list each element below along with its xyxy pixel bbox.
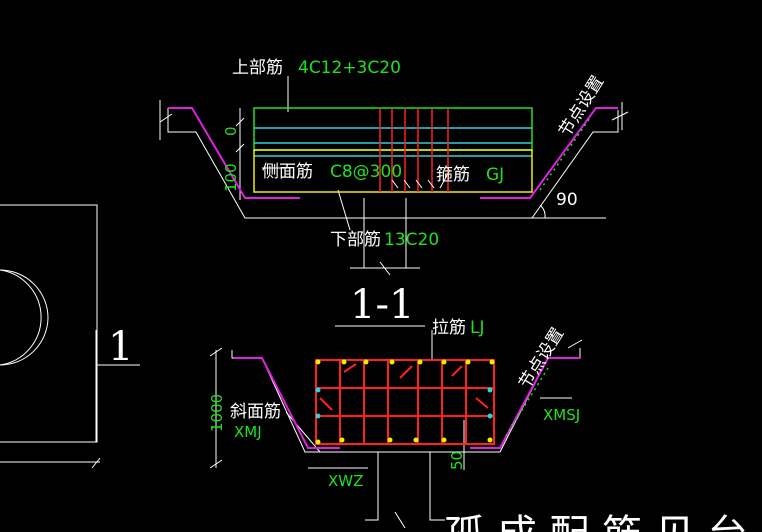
- dot-13: [441, 437, 447, 443]
- dot-5: [417, 359, 423, 365]
- top-break-right: [611, 111, 629, 121]
- tie-label: 拉筋: [432, 318, 466, 338]
- top-dim-side: 100: [222, 163, 240, 192]
- side-bar-value: C8@300: [330, 162, 402, 182]
- dot-1: [315, 359, 321, 365]
- dot-10: [339, 437, 345, 443]
- bottom-break-right: [567, 339, 583, 349]
- dot-8: [489, 359, 495, 365]
- hook-3: [451, 365, 463, 377]
- dot-2: [341, 359, 347, 365]
- plan-dim-tick: [91, 457, 101, 469]
- dot-17: [315, 413, 321, 419]
- leader-slope: [285, 411, 321, 453]
- section-title: 1-1: [350, 282, 414, 328]
- dot-11: [387, 437, 393, 443]
- bottom-haunch-right: [470, 357, 580, 449]
- dot-4: [389, 359, 395, 365]
- plan-circle: [0, 269, 49, 366]
- section-marker-number: 1: [108, 324, 133, 370]
- node-dotted-line: [539, 117, 591, 191]
- haunch-rebar-left: [168, 107, 300, 199]
- top-section: [159, 76, 629, 276]
- dot-9: [315, 439, 321, 445]
- bottom-height-dim: 1000: [208, 394, 226, 432]
- bottom-dim-tick-bot: [209, 459, 223, 469]
- stirrup-label: 箍筋: [436, 165, 470, 185]
- plan-box: [0, 204, 98, 443]
- bottom-dim-tick-top: [209, 347, 223, 357]
- dot-6: [441, 359, 447, 365]
- footer-text: 孤 成 配 筋 见 台: [444, 512, 748, 532]
- tick-a: [391, 179, 399, 189]
- dot-15: [315, 387, 321, 393]
- hook-2: [399, 365, 413, 379]
- xmsj-label: XMSJ: [543, 406, 580, 424]
- xwz-label: XWZ: [328, 472, 363, 490]
- bottom-bar-value: 13C20: [384, 230, 439, 250]
- top-bar-label: 上部筋: [232, 58, 283, 78]
- bottom-small-dim: 50: [448, 451, 466, 470]
- dot-3: [363, 359, 369, 365]
- top-dim-top: 0: [222, 126, 240, 136]
- bottom-section: [209, 330, 583, 529]
- tick-c: [415, 179, 423, 189]
- left-plan-view: [0, 204, 140, 469]
- hook-1: [343, 363, 357, 373]
- top-dim-tick-2: [235, 143, 245, 153]
- tick-d: [427, 179, 435, 189]
- leader-bottom-bar: [337, 189, 351, 231]
- hook-5: [475, 397, 489, 409]
- top-column-break: [379, 261, 391, 276]
- dot-7: [465, 359, 471, 365]
- bottom-bar-frame: [253, 149, 533, 193]
- bottom-column-right: [429, 452, 445, 521]
- slope-label: 斜面筋: [230, 402, 281, 422]
- slope-value: XMJ: [234, 423, 262, 441]
- angle-value: 90: [556, 190, 578, 210]
- bottom-node-dotted-line: [505, 367, 549, 437]
- stirrup-value: GJ: [486, 165, 504, 185]
- tie-value: LJ: [470, 318, 485, 338]
- dot-16: [487, 387, 493, 393]
- bar-dots: [315, 359, 495, 445]
- top-section-outline: [167, 108, 619, 219]
- bottom-column-break: [394, 511, 406, 529]
- rebar-cage: [315, 359, 495, 445]
- haunch-rebar-right: [480, 107, 618, 199]
- tick-b: [403, 179, 411, 189]
- side-bar-label: 侧面筋: [262, 162, 313, 182]
- bottom-bar-label: 下部筋: [330, 230, 381, 250]
- top-dim-tick-1: [235, 117, 245, 127]
- top-bar-value: 4C12+3C20: [298, 58, 401, 78]
- dot-12: [413, 437, 419, 443]
- angle-arc: [539, 204, 546, 219]
- dot-18: [487, 413, 493, 419]
- hook-4: [319, 397, 333, 411]
- dot-14: [487, 437, 493, 443]
- bottom-column-left: [365, 452, 379, 521]
- top-break-left: [159, 113, 173, 123]
- plan-circle-arc: [0, 269, 42, 366]
- bottom-haunch-left: [234, 357, 340, 449]
